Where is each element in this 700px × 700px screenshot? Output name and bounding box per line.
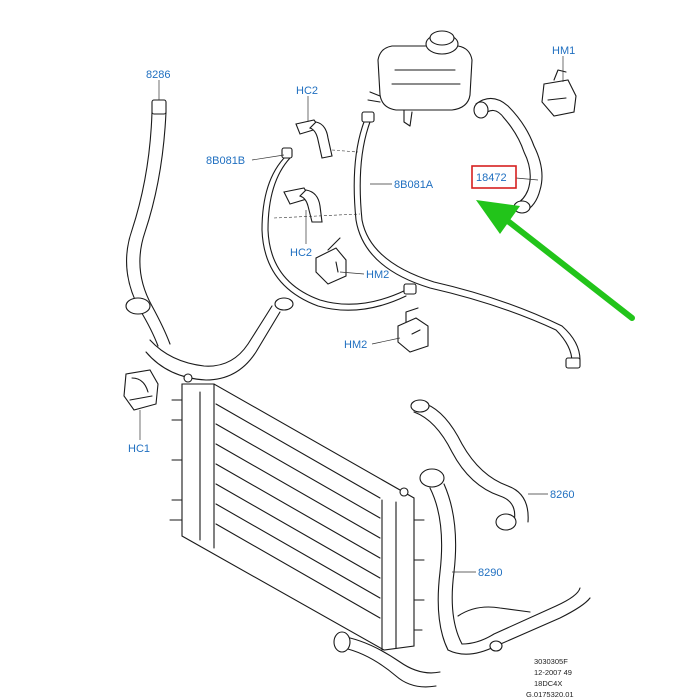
label-hm1: HM1 [552,45,575,57]
reference-line-2: 12-2007 49 [534,668,572,677]
radiator-core-fins [215,403,381,619]
clip-hc2-upper [295,119,333,159]
leader-lines [139,56,564,573]
hose-8286 [125,99,294,381]
label-hc2-upper: HC2 [296,85,318,97]
label-8B081A: 8B081A [394,179,434,191]
label-8B081B: 8B081B [206,155,245,167]
reference-code: 3030305F 12-2007 49 18DC4X G.0175320.01 [526,657,574,699]
label-hm2-upper: HM2 [366,269,389,281]
reference-line-3: 18DC4X [534,679,562,688]
reference-line-4: G.0175320.01 [526,690,574,699]
mount-hm2-lower [397,307,429,353]
mount-hm2-upper [315,237,347,285]
mount-hm1 [541,69,577,117]
label-8290: 8290 [478,567,502,579]
radiator [169,373,425,651]
label-hc2-lower: HC2 [290,247,312,259]
part-highlight-box [471,165,517,189]
label-8286: 8286 [146,69,170,81]
label-8260: 8260 [550,489,574,501]
expansion-tank [367,30,473,127]
clip-hc2-lower [283,187,323,223]
highlight-arrow [476,200,635,321]
hose-8260 [410,399,529,531]
hose-18472 [473,97,543,214]
clip-hc1 [123,369,159,411]
hose-8B081B [261,147,417,311]
label-hm2-lower: HM2 [344,339,367,351]
hose-8B081A [353,111,581,369]
reference-line-1: 3030305F [534,657,568,666]
label-18472: 18472 [476,172,507,184]
label-hc1: HC1 [128,443,150,455]
